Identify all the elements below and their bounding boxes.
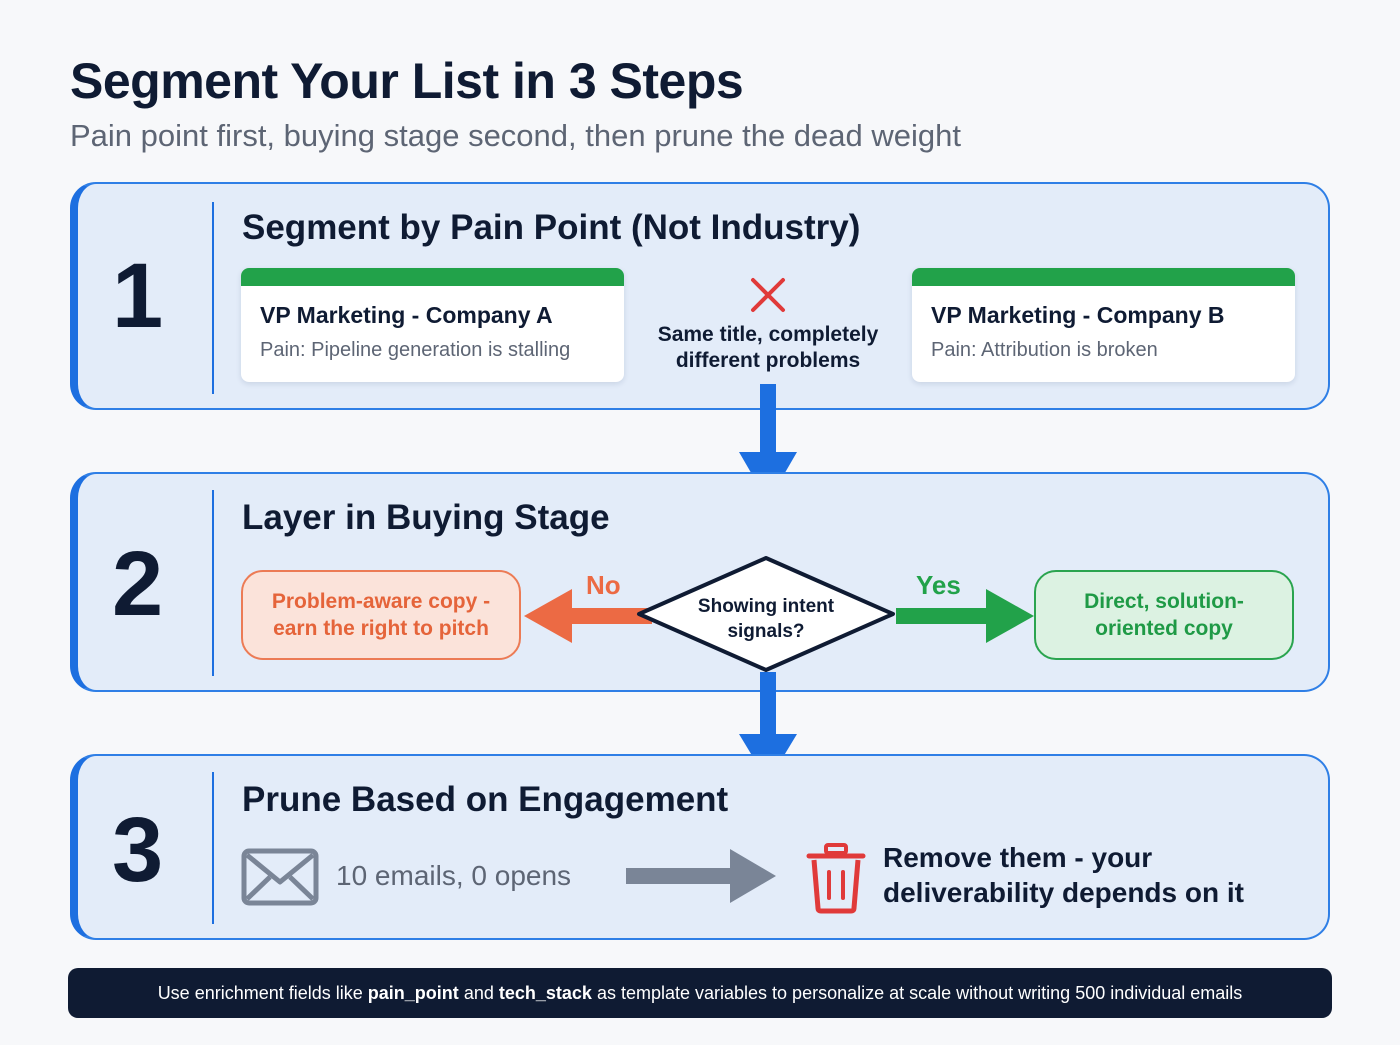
comparison-note: Same title, completely different problem…	[657, 323, 879, 372]
arrow-left-icon	[524, 589, 652, 643]
trash-icon	[806, 843, 866, 914]
outcome-yes-box: Direct, solution-oriented copy	[1034, 570, 1294, 660]
footer-tip: Use enrichment fields like pain_point an…	[68, 968, 1332, 1018]
card-pain: Pain: Attribution is broken	[931, 339, 1158, 361]
decision-diamond	[637, 556, 895, 672]
footer-field-tech-stack: tech_stack	[498, 982, 592, 1003]
page-title: Segment Your List in 3 Steps	[70, 53, 744, 109]
page-subtitle: Pain point first, buying stage second, t…	[70, 118, 961, 153]
footer-field-pain-point: pain_point	[367, 982, 459, 1003]
step-number: 1	[112, 245, 164, 347]
step-3-panel: 3 Prune Based on Engagement 10 emails, 0…	[70, 754, 1330, 940]
step-2-panel: 2 Layer in Buying Stage Problem-aware co…	[70, 472, 1330, 692]
step-title: Segment by Pain Point (Not Industry)	[242, 208, 861, 247]
step-divider	[212, 772, 214, 924]
persona-card-a: VP Marketing - Company A Pain: Pipeline …	[241, 268, 624, 382]
action-text: Remove them - your deliverability depend…	[883, 842, 1244, 908]
step-title: Prune Based on Engagement	[242, 780, 729, 819]
decision-label: Showing intent signals?	[697, 596, 835, 642]
card-pain: Pain: Pipeline generation is stalling	[260, 339, 571, 361]
card-accent-bar	[241, 268, 624, 286]
branch-label-no: No	[586, 570, 621, 600]
x-mark-icon	[751, 278, 785, 312]
footer-middle: and	[463, 982, 494, 1003]
arrow-right-icon	[626, 849, 776, 903]
step-divider	[212, 490, 214, 676]
arrow-right-icon	[896, 589, 1034, 643]
persona-card-b: VP Marketing - Company B Pain: Attributi…	[912, 268, 1295, 382]
footer-suffix: as template variables to personalize at …	[596, 982, 1243, 1003]
footer-prefix: Use enrichment fields like	[157, 982, 363, 1003]
card-accent-bar	[912, 268, 1295, 286]
card-title: VP Marketing - Company B	[931, 302, 1225, 328]
branch-label-yes: Yes	[916, 570, 961, 600]
card-title: VP Marketing - Company A	[260, 302, 553, 328]
step-divider	[212, 202, 214, 394]
step-1-panel: 1 Segment by Pain Point (Not Industry) V…	[70, 182, 1330, 410]
step-title: Layer in Buying Stage	[242, 498, 610, 537]
engagement-stat: 10 emails, 0 opens	[336, 860, 572, 891]
envelope-icon	[241, 848, 319, 906]
step-number: 3	[112, 799, 164, 901]
step-number: 2	[112, 533, 164, 635]
outcome-no-box: Problem-aware copy - earn the right to p…	[241, 570, 521, 660]
